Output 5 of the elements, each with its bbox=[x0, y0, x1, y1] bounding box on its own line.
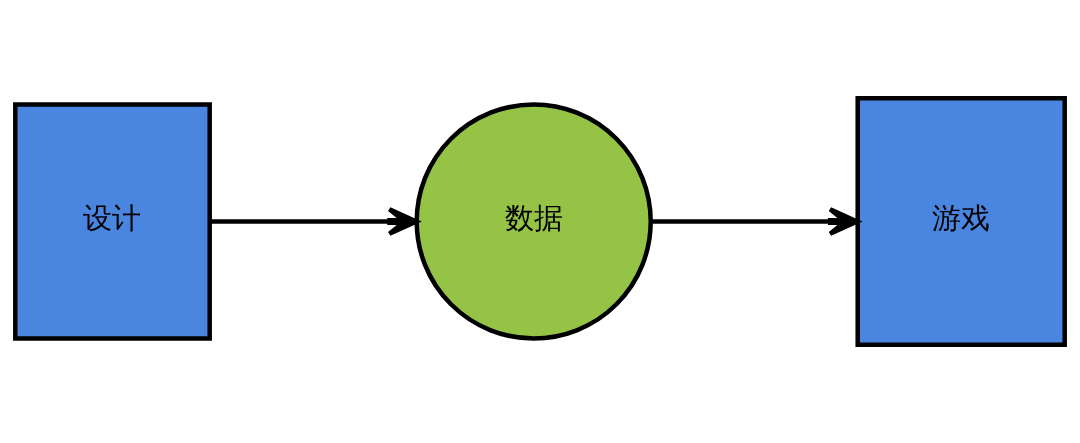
arrow bbox=[650, 207, 860, 236]
node-circle: 数据 bbox=[414, 102, 653, 341]
node-box: 游戏 bbox=[855, 95, 1067, 348]
arrow bbox=[210, 207, 419, 236]
node-box: 设计 bbox=[13, 102, 212, 341]
